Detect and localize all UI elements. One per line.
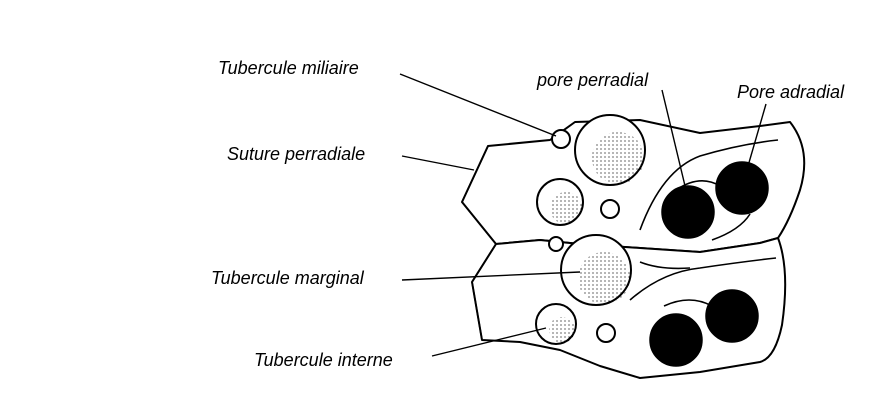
label-tubercule-miliaire: Tubercule miliaire xyxy=(218,58,359,78)
leader-pore-perradial xyxy=(661,89,687,191)
lower-pore-pair xyxy=(649,289,759,367)
adradial-pore-lower xyxy=(705,289,759,343)
tubercle-interne-stipple xyxy=(549,317,575,343)
lower-pore-zone-curve xyxy=(629,257,777,301)
perradial-pore-lower xyxy=(649,313,703,367)
label-suture-perradiale: Suture perradiale xyxy=(227,144,365,164)
upper-pore-zone-curve xyxy=(639,139,779,231)
tubercle-large-upper-stipple xyxy=(592,132,644,184)
upper-pore-pair xyxy=(661,161,769,239)
leader-suture-perradiale xyxy=(401,155,475,171)
leader-tubercule-interne xyxy=(431,327,547,357)
label-tubercule-interne: Tubercule interne xyxy=(254,350,393,370)
leader-tubercule-marginal xyxy=(401,271,581,281)
lower-plate-tubercles xyxy=(535,234,632,345)
leader-tubercule-miliaire xyxy=(399,73,557,137)
tubercle-marginal-stipple xyxy=(578,252,630,304)
tubercle-small-upper xyxy=(600,199,620,219)
lower-inner-curve xyxy=(639,261,691,270)
adradial-pore-upper xyxy=(715,161,769,215)
tubercle-small-lower xyxy=(596,323,616,343)
tubercle-miliaire-upper xyxy=(551,129,571,149)
perradial-pore-upper xyxy=(661,185,715,239)
label-tubercule-marginal: Tubercule marginal xyxy=(211,268,365,288)
leader-pore-adradial xyxy=(747,103,767,167)
tubercle-medium-upper-stipple xyxy=(550,192,582,224)
upper-plate-tubercles xyxy=(536,114,646,226)
perradial-suture-line xyxy=(461,145,497,341)
upper-pore-zone-curve-2 xyxy=(711,213,751,241)
tubercle-miliaire-lower xyxy=(548,236,564,252)
label-pore-perradial: pore perradial xyxy=(536,70,649,90)
label-pore-adradial: Pore adradial xyxy=(737,82,845,102)
